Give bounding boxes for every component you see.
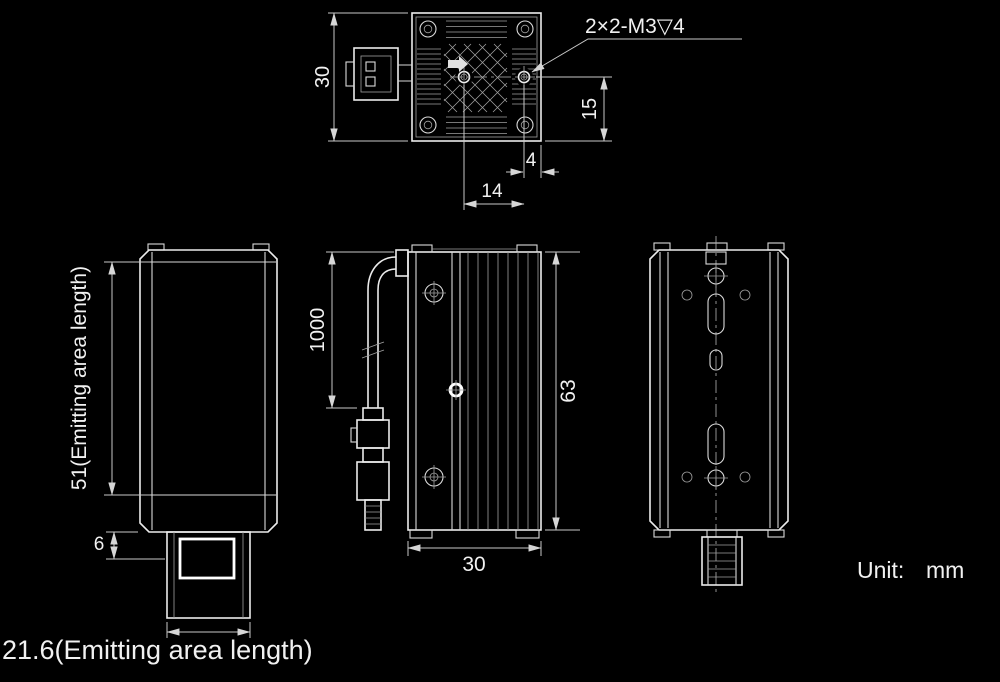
dim-body-height: 63 — [545, 251, 580, 531]
callout-label-tapped-holes: 2×2-M3▽4 — [585, 15, 685, 38]
dim-emitting-length-horizontal: 21.6(Emitting area length) — [2, 622, 313, 665]
side-top-tab-left — [411, 244, 433, 253]
side-view: 1000 63 30 — [307, 244, 580, 576]
side-panel-lines — [415, 252, 461, 530]
front-side-walls — [151, 252, 266, 530]
top-corner-holes — [419, 20, 534, 134]
dim-label-window-offset: 6 — [94, 534, 105, 555]
side-fins — [467, 252, 539, 530]
top-fins-upper — [446, 20, 507, 38]
rear-bottom-tab-right — [767, 529, 785, 538]
dim-emitting-length-vertical: 51(Emitting area length) — [68, 261, 150, 496]
dim-body-width: 30 — [407, 541, 542, 576]
cable-inner — [377, 268, 397, 408]
dim-window-offset: 6 — [94, 531, 165, 560]
dim-label-hole-to-bottom: 15 — [579, 98, 601, 120]
side-mount-holes — [422, 281, 446, 489]
front-bottom-block — [166, 531, 251, 619]
rear-top-tab-right — [767, 242, 785, 251]
side-foot-left — [409, 529, 433, 539]
dim-hole-to-bottom: 15 — [536, 76, 612, 142]
emitting-window — [178, 537, 236, 580]
dim-label-body-width: 30 — [462, 553, 485, 576]
dim-hole-pitch: 14 — [463, 85, 525, 210]
cable-outer — [367, 256, 397, 408]
side-foot-right — [515, 529, 540, 539]
dim-cable-length: 1000 — [307, 251, 394, 409]
dim-label-hole-to-edge: 4 — [526, 150, 537, 171]
airflow-arrow-icon — [448, 56, 468, 72]
dim-label-cable-length: 1000 — [307, 308, 329, 353]
rear-bottom-connector — [701, 529, 743, 586]
dim-label-emitting-length-horizontal: 21.6(Emitting area length) — [2, 635, 313, 665]
unit-note-label: Unit: — [857, 557, 904, 583]
dim-top-height: 30 — [312, 12, 408, 142]
rear-top-tab-left — [653, 242, 671, 251]
front-bottom-block-walls — [173, 532, 244, 618]
dim-label-body-height: 63 — [557, 379, 580, 402]
cable-break-mark — [361, 341, 385, 359]
side-top-tab-right — [516, 244, 538, 253]
rear-body-outline — [649, 249, 789, 531]
top-fins-lower — [446, 116, 507, 134]
side-center-target — [446, 380, 466, 400]
front-top-tab-left — [147, 243, 165, 251]
unit-note-value: mm — [926, 557, 964, 583]
top-view-connector — [345, 47, 412, 101]
top-center-hatch — [443, 43, 508, 113]
cable-assembly — [350, 249, 409, 531]
callout-tapped-holes: 2×2-M3▽4 — [531, 15, 742, 73]
dim-label-hole-pitch: 14 — [481, 181, 503, 202]
rear-walls — [659, 252, 779, 528]
rear-screws-and-slots — [681, 251, 751, 490]
dim-label-top-height: 30 — [312, 66, 334, 88]
rear-top-notch — [706, 242, 728, 251]
side-body-outline — [407, 251, 542, 531]
front-body-outline — [139, 249, 278, 533]
front-top-tab-right — [252, 243, 270, 251]
top-fins-left — [417, 48, 441, 105]
front-view: 51(Emitting area length) 6 21.6(Emitting… — [2, 243, 313, 665]
rear-view — [649, 236, 789, 596]
top-view: 30 2×2-M3▽4 15 4 14 — [312, 12, 742, 210]
rear-bottom-tab-left — [653, 529, 671, 538]
dim-label-emitting-length-vertical: 51(Emitting area length) — [68, 266, 91, 490]
cable-plug — [350, 407, 390, 531]
cable-boot — [395, 249, 409, 277]
unit-note: Unit: mm — [857, 557, 964, 583]
dim-hole-to-edge: 4 — [506, 85, 559, 178]
front-emitting-bounds — [141, 261, 276, 496]
top-tapped-holes — [450, 66, 538, 88]
